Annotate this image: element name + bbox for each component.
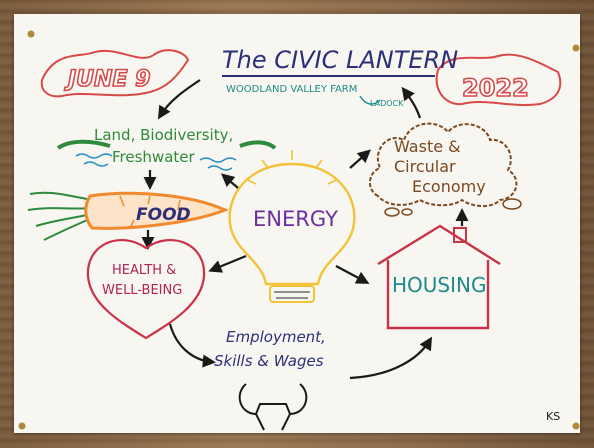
arrow-title-to-land xyxy=(157,79,201,120)
bulb-base xyxy=(269,285,315,303)
pin-top-right xyxy=(572,44,580,52)
arrow-health-to-employment xyxy=(168,323,216,368)
water-wave-4 xyxy=(207,165,233,171)
health-label-line1: HEALTH & xyxy=(112,263,176,278)
date-left-banner xyxy=(40,49,190,98)
waste-label-line3: Economy xyxy=(412,177,486,196)
subtitle-farm: WOODLAND VALLEY FARM xyxy=(226,84,357,95)
pin-bottom-right xyxy=(572,422,580,430)
subtitle-swirl xyxy=(359,95,381,105)
pin-bottom-left xyxy=(18,422,26,430)
arrow-land-to-waste xyxy=(349,149,371,169)
arrow-energy-to-housing xyxy=(335,265,370,284)
health-heart xyxy=(86,239,206,340)
health-label-line2: WELL-BEING xyxy=(102,283,182,298)
artist-initials: KS xyxy=(546,410,560,423)
waste-label-line1: Waste & xyxy=(394,137,461,156)
carrot-body xyxy=(84,191,229,230)
land-grass-right xyxy=(239,140,277,150)
land-grass-left xyxy=(56,139,111,150)
date-day-text: JUNE 9 xyxy=(64,67,150,92)
carrot-leaves xyxy=(27,191,93,241)
waste-puff-1 xyxy=(384,207,400,217)
date-right-banner xyxy=(435,53,562,106)
arrow-waste-to-title xyxy=(401,86,422,119)
water-wave-2 xyxy=(83,161,109,167)
housing-label: HOUSING xyxy=(392,273,486,297)
poster-title: The CIVIC LANTERN xyxy=(222,46,458,74)
waste-puff-3 xyxy=(502,198,522,210)
food-label: FOOD xyxy=(136,205,191,225)
subtitle-place: LADOCK xyxy=(370,99,404,108)
carrot-ridges xyxy=(119,195,181,229)
employment-label-line1: Employment, xyxy=(226,328,326,346)
bulb-base-threads xyxy=(274,291,310,299)
date-year-text: 2022 xyxy=(462,74,529,102)
waste-label-line2: Circular xyxy=(394,157,456,176)
housing-chimney xyxy=(453,227,467,243)
energy-label: ENERGY xyxy=(253,207,338,231)
arrow-employment-to-housing xyxy=(349,336,433,380)
arrow-energy-to-health xyxy=(208,254,247,273)
employment-label-line2: Skills & Wages xyxy=(214,352,324,370)
energy-bulb xyxy=(228,162,356,286)
water-wave-3 xyxy=(199,157,237,163)
land-label-line1: Land, Biodiversity, xyxy=(94,126,233,144)
waste-cloud xyxy=(369,122,518,207)
waste-puff-2 xyxy=(401,208,413,216)
arrow-energy-to-land xyxy=(220,173,239,189)
land-label-line2: Freshwater xyxy=(112,148,195,166)
wrench-icon xyxy=(238,383,308,431)
bulb-rays xyxy=(247,150,337,185)
housing-house xyxy=(377,224,501,330)
water-wave-1 xyxy=(75,153,113,159)
pin-top-left xyxy=(27,30,35,38)
